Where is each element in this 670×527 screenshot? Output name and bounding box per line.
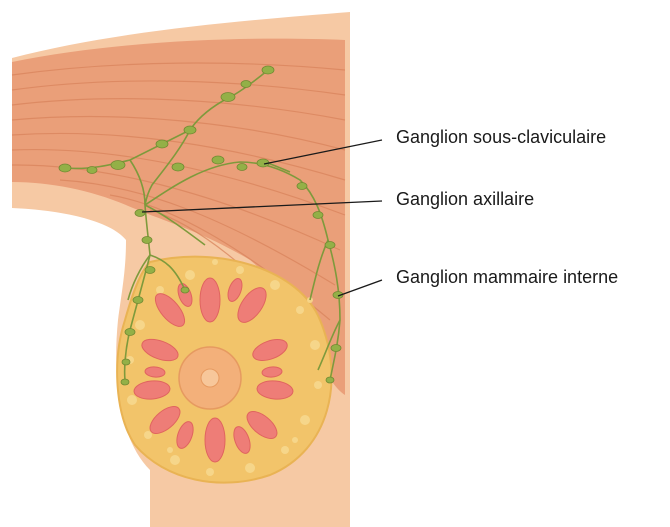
label-subclavian-node: Ganglion sous-claviculaire <box>396 128 606 146</box>
nipple <box>201 369 219 387</box>
label-internal-mammary-node: Ganglion mammaire interne <box>396 268 618 286</box>
label-axillary-node: Ganglion axillaire <box>396 190 534 208</box>
